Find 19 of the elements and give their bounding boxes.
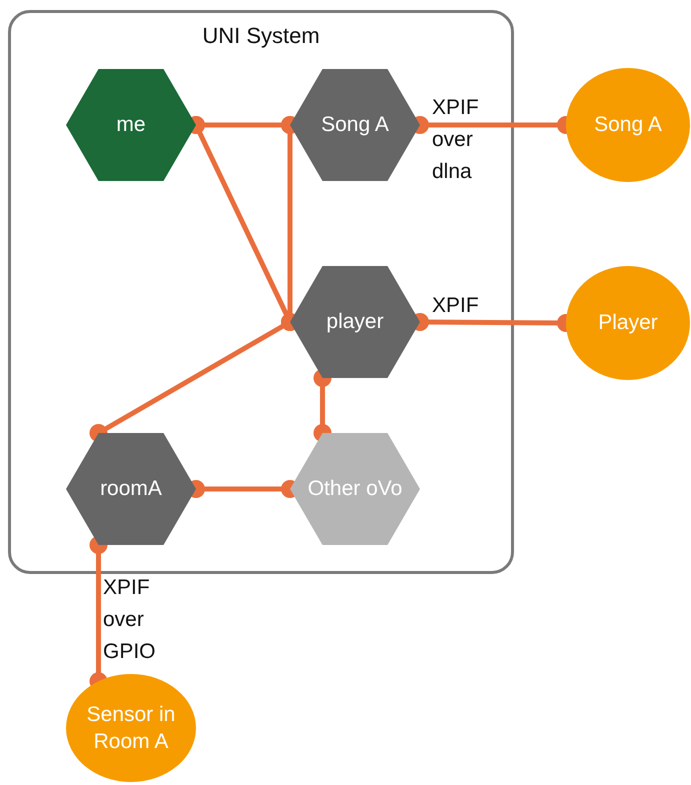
node-label: roomA [100, 476, 162, 502]
edge-label: XPIF [432, 293, 480, 319]
node-label: player [326, 309, 384, 336]
node-label: Song A [594, 112, 662, 138]
node-label: Sensor in Room A [86, 702, 176, 755]
node-label: Other oVo [308, 476, 402, 502]
system-boundary [8, 10, 514, 574]
boundary-title: UNI System [202, 23, 320, 49]
hexagon-node [66, 433, 196, 545]
node-label: me [116, 112, 146, 138]
hexagon-node [290, 433, 420, 545]
hexagon-node [290, 266, 420, 378]
edge-label: XPIF over GPIO [103, 575, 157, 665]
node-label: Player [598, 310, 658, 336]
hexagon-node [66, 69, 196, 181]
hexagon-node [290, 69, 420, 181]
node-label: Song A [321, 112, 389, 138]
connector [314, 369, 332, 442]
edge-label: XPIF over dlna [432, 95, 480, 185]
